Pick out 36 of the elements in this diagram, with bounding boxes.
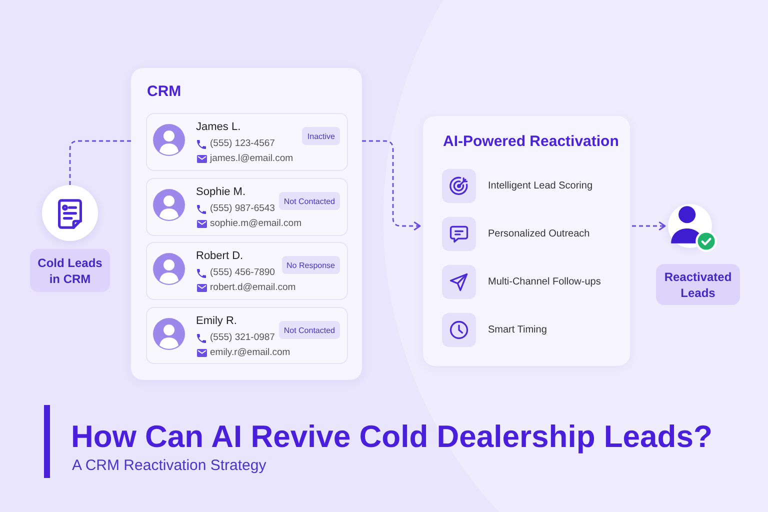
status-text: Not Contacted (284, 196, 335, 206)
phone-number: (555) 321-0987 (210, 332, 275, 343)
feature-label: Personalized Outreach (488, 228, 590, 240)
phone-number: (555) 456-7890 (210, 267, 275, 278)
email-address: sophie.m@email.com (210, 218, 302, 229)
panel-heading: CRM (147, 83, 182, 100)
step-label: Cold Leads in CRM (36, 254, 104, 286)
crm-panel (131, 68, 362, 380)
phone-number: (555) 123-4567 (210, 138, 275, 149)
email-address: emily.r@email.com (210, 347, 290, 358)
email-address: robert.d@email.com (210, 282, 296, 293)
panel-heading: AI-Powered Reactivation (443, 133, 619, 150)
status-text: No Response (286, 260, 335, 270)
feature-label: Intelligent Lead Scoring (488, 180, 593, 192)
dashed-line (69, 140, 131, 185)
step-label-card (656, 264, 740, 305)
step-label: Reactivated Leads (663, 268, 733, 300)
subtitle: A CRM Reactivation Strategy (72, 457, 266, 474)
dashed-arrow (362, 140, 421, 230)
feature-label: Multi-Channel Follow-ups (488, 276, 601, 288)
status-text: Inactive (307, 132, 335, 140)
status-text: Not Contacted (284, 326, 335, 334)
feature-label: Smart Timing (488, 324, 547, 336)
diagram-title: How Can AI Revive Cold Dealership Leads? (71, 419, 712, 455)
contact-name: Robert D. (196, 250, 244, 262)
email-address: james.l@email.com (210, 153, 294, 164)
feature-panel (423, 116, 630, 366)
contact-card (146, 178, 348, 236)
contact-name: Sophie M. (196, 186, 246, 198)
contact-card (146, 307, 348, 364)
contact-name: Emily R. (196, 315, 237, 327)
contact-card (146, 242, 348, 300)
contact-name: James L. (196, 121, 241, 133)
contact-card (146, 113, 348, 171)
phone-number: (555) 987-6543 (210, 203, 275, 214)
dashed-arrow (632, 222, 666, 230)
